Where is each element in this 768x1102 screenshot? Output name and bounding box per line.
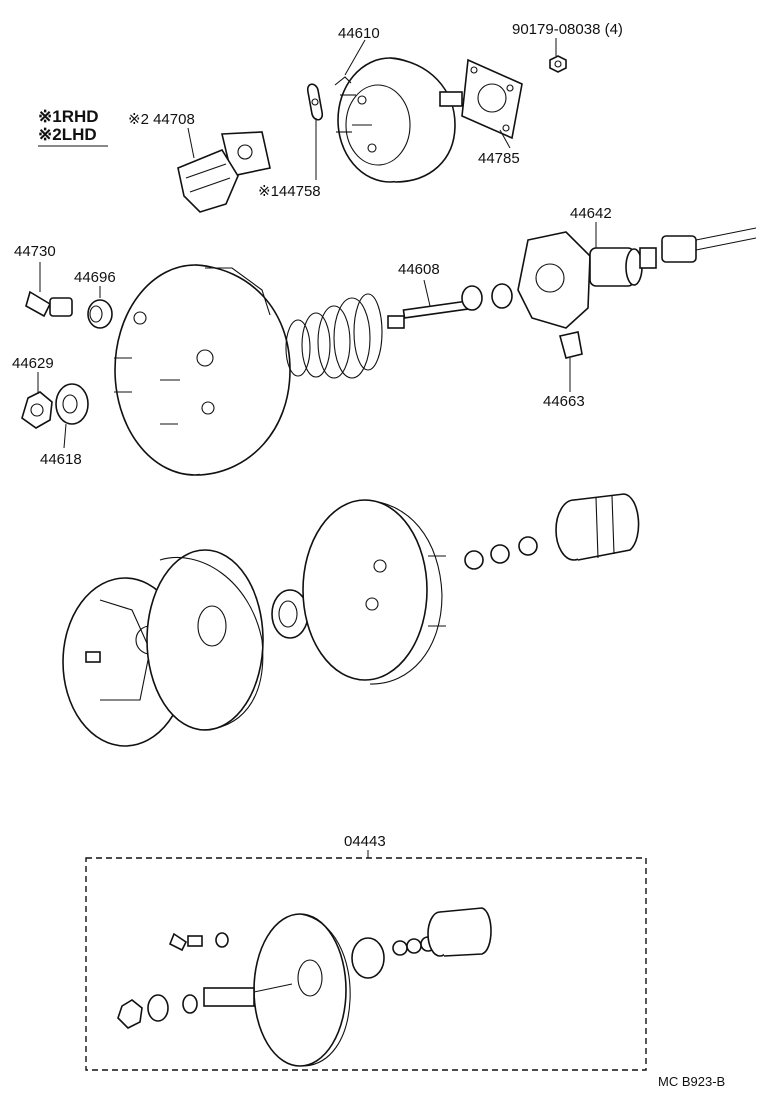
label-44618: 44618	[40, 451, 82, 468]
figure-code: MC B923-B	[658, 1074, 725, 1089]
label-44629: 44629	[12, 355, 54, 372]
kit-04443-box	[85, 857, 647, 1071]
valve-washers	[464, 536, 538, 570]
retainer-44629	[21, 391, 53, 429]
rear-housing	[302, 499, 446, 685]
label-44608: 44608	[398, 261, 440, 278]
clip-44758	[306, 83, 324, 121]
grommet-44696	[87, 299, 113, 329]
rear-seal	[271, 589, 309, 639]
note-rhd: ※1RHD	[38, 107, 99, 126]
nut-90179	[549, 55, 567, 73]
return-spring	[285, 293, 383, 379]
label-44663: 44663	[543, 393, 585, 410]
key-44663	[559, 331, 583, 359]
label-44758: ※144758	[258, 183, 321, 200]
label-44730: 44730	[14, 243, 56, 260]
label-44708: ※2 44708	[128, 111, 195, 128]
seal-44618	[55, 383, 89, 425]
check-valve-44730	[25, 290, 73, 318]
note-lhd: ※2LHD	[38, 125, 97, 144]
label-44785: 44785	[478, 150, 520, 167]
booster-assembly-44610	[334, 57, 472, 183]
boot	[555, 493, 640, 561]
valve-body-44642	[517, 227, 757, 329]
rear-shell	[146, 549, 264, 731]
bracket-44708	[177, 131, 271, 213]
label-44642: 44642	[570, 205, 612, 222]
label-90179-08038: 90179-08038 (4)	[512, 21, 623, 38]
front-shell	[114, 264, 291, 476]
kit-04443-contents	[117, 907, 492, 1067]
label-44696: 44696	[74, 269, 116, 286]
label-04443: 04443	[344, 833, 386, 850]
push-rod-44608	[387, 283, 513, 329]
label-44610: 44610	[338, 25, 380, 42]
gasket-44785	[461, 58, 523, 140]
